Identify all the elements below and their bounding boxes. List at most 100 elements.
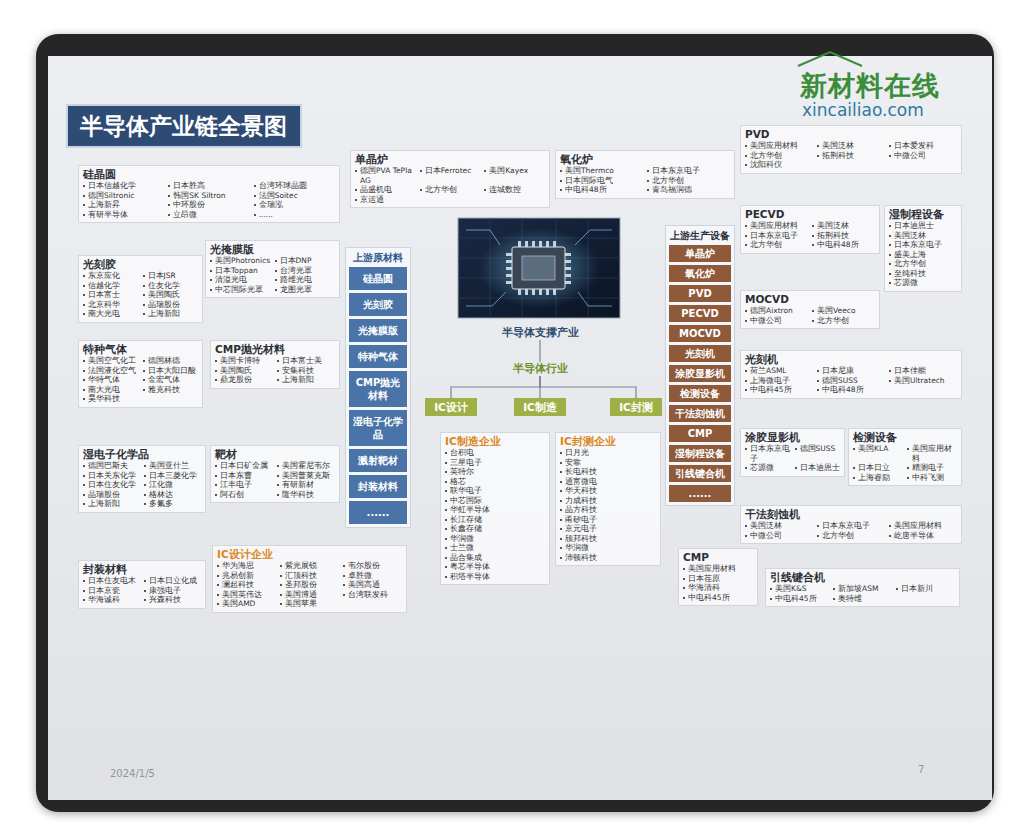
company-name: 日月光 [560, 448, 656, 458]
company-name: 甬矽电子 [560, 515, 656, 525]
company-name: 日本富士 [83, 290, 139, 300]
company-name: 英特尔 [445, 467, 545, 477]
company-name: 有研新材 [277, 480, 335, 490]
box-label: 封装材料 [351, 480, 405, 493]
segment-box: IC制造 [514, 398, 566, 416]
box-label: 光刻机 [671, 347, 729, 360]
company-name: 美国K&S [770, 584, 829, 594]
company-name: 美国Photronics [210, 256, 271, 266]
supplier-panel: 单晶炉德国PVA TePla AG日本Ferrotec美国Kayex晶盛机电北方… [350, 150, 550, 208]
company-name: 雅克科技 [143, 385, 199, 395]
box-label: 湿制程设备 [671, 447, 729, 460]
company-name: 晶合集成 [445, 553, 545, 563]
company-name: 精测电子 [907, 463, 957, 473]
material-box: 光刻胶 [349, 293, 407, 316]
company-name: 日本东京电子 [745, 231, 808, 241]
company-name: 法国Soitec [254, 191, 335, 201]
company-name: 中电科48所 [560, 185, 643, 195]
company-name: 日本Ferrotec [420, 166, 481, 185]
company-name: 东京应化 [83, 271, 139, 281]
supplier-panel: 光掩膜版美国Photronics日本DNP日本Toppan台湾光罩清溢光电路维光… [205, 240, 340, 298]
company-name: 沈阳科仪 [745, 160, 813, 170]
company-name: 德国Aixtron [745, 306, 808, 316]
segment-label: IC封测 [612, 400, 660, 414]
company-list: 美国应用材料美国泛林日本东京电子拓荆科技北方华创中电科48所 [745, 221, 875, 250]
company-name: 长江存储 [445, 515, 545, 525]
company-name: 信越化学 [83, 281, 139, 291]
company-name: 南大光电 [83, 385, 139, 395]
company-name: 江化微 [144, 480, 201, 490]
company-name: 日本胜高 [168, 181, 249, 191]
company-panel: IC设计企业华为海思紫光展锐韦尔股份兆易创新汇顶科技卓胜微澜起科技圣邦股份美国高… [212, 545, 407, 613]
company-list: 美国空气化工德国林德法国液化空气日本大阳日酸华特气体金宏气体南大光电雅克科技昊华… [83, 356, 198, 404]
company-name: 盛美上海 [889, 250, 957, 260]
connector-line [539, 340, 540, 362]
panel-heading: 硅晶圆 [83, 168, 335, 181]
material-box: 封装材料 [349, 475, 407, 498]
panel-heading: CMP [683, 551, 753, 564]
company-list: 东京应化日本JSR信越化学住友化学日本富士美国陶氏北京科华晶瑞股份南大光电上海新… [83, 271, 198, 319]
company-name: 三星电子 [445, 458, 545, 468]
company-name: 京元电子 [560, 524, 656, 534]
panel-heading: PVD [745, 128, 957, 141]
panel-heading: 涂胶显影机 [745, 431, 840, 444]
company-name: 鼎龙股份 [215, 375, 273, 385]
company-list: 美国Thermco日本东京电子日本国际电气北方华创中电科48所青岛福润德 [560, 166, 730, 195]
equipment-box: 单晶炉 [669, 245, 731, 262]
company-name: 中微公司 [889, 151, 957, 161]
company-name: 清溢光电 [210, 275, 271, 285]
company-name: ...... [254, 210, 335, 220]
date-stamp: 2024/1/5 [110, 768, 155, 779]
company-name: 中芯国际光罩 [210, 285, 271, 295]
company-name: 日本东京电子 [745, 444, 791, 463]
company-panel: IC制造企业台积电三星电子英特尔格芯联华电子中芯国际华虹半导体长江存储长鑫存储华… [440, 432, 550, 585]
company-name: 日本东京电子 [647, 166, 730, 176]
box-label: 湿电子化学品 [351, 415, 405, 441]
company-name: 华润微 [560, 543, 656, 553]
company-name: 美国普莱克斯 [277, 471, 335, 481]
box-label: 涂胶显影机 [671, 367, 729, 380]
company-name: 安集科技 [277, 366, 335, 376]
material-box: 光掩膜版 [349, 319, 407, 342]
panel-heading: 湿制程设备 [889, 208, 957, 221]
company-name: 美国博通 [280, 590, 339, 600]
company-list: 台积电三星电子英特尔格芯联华电子中芯国际华虹半导体长江存储长鑫存储华润微士兰微晶… [445, 448, 545, 581]
company-name: 日本东曹 [215, 471, 273, 481]
supplier-panel: 光刻机荷兰ASML日本尼康日本佳能上海微电子德国SUSS美国Ultratech中… [740, 350, 962, 399]
box-label: ...... [351, 506, 405, 519]
company-name: 江丰电子 [215, 480, 273, 490]
supplier-panel: MOCVD德国Aixtron美国Veeco中微公司北方华创 [740, 290, 880, 329]
company-name: 德国PVA TePla AG [355, 166, 416, 185]
company-name: 日本迪恩士 [795, 463, 841, 473]
company-name: 台湾环球晶圆 [254, 181, 335, 191]
company-list: 美国KLA美国应用材料日本日立精测电子上海睿励中科飞测 [853, 444, 957, 482]
company-name: 德国SUSS [795, 444, 841, 463]
company-list: 美国卡博特日本富士美美国陶氏安集科技鼎龙股份上海新阳 [215, 356, 335, 385]
material-box: 硅晶圆 [349, 267, 407, 290]
company-name: 日本三菱化学 [144, 471, 201, 481]
panel-heading: IC制造企业 [445, 435, 545, 448]
company-list: 日月光安靠长电科技通富微电华天科技力成科技晶方科技甬矽电子京元电子颀邦科技华润微… [560, 448, 656, 562]
equipment-box: 引线键合机 [669, 465, 731, 482]
box-label: PECVD [671, 307, 729, 320]
material-box: 溅射靶材 [349, 449, 407, 472]
company-name: 中芯国际 [445, 496, 545, 506]
panel-heading: 干法刻蚀机 [745, 508, 957, 521]
column-heading: 上游生产设备 [669, 229, 731, 242]
supplier-panel: CMP抛光材料美国卡博特日本富士美美国陶氏安集科技鼎龙股份上海新阳 [210, 340, 340, 389]
company-name: 上海微电子 [745, 376, 813, 386]
company-name: 格芯 [445, 477, 545, 487]
company-name: 德国SUSS [817, 376, 885, 386]
company-name: 美国陶氏 [215, 366, 273, 376]
company-list: 美国K&S新加坡ASM日本新川中电科45所奥特维 [770, 584, 955, 603]
company-name: 京运通 [355, 195, 416, 205]
box-label: 引线键合机 [671, 467, 729, 480]
company-name: 中微公司 [745, 316, 808, 326]
company-name: 上海睿励 [853, 473, 903, 483]
company-name: 日本大阳日酸 [143, 366, 199, 376]
company-name: 阿石创 [215, 490, 273, 500]
panel-heading: IC设计企业 [217, 548, 402, 561]
company-name: 隆华科技 [277, 490, 335, 500]
company-name: 台积电 [445, 448, 545, 458]
page-number: 7 [918, 764, 924, 775]
